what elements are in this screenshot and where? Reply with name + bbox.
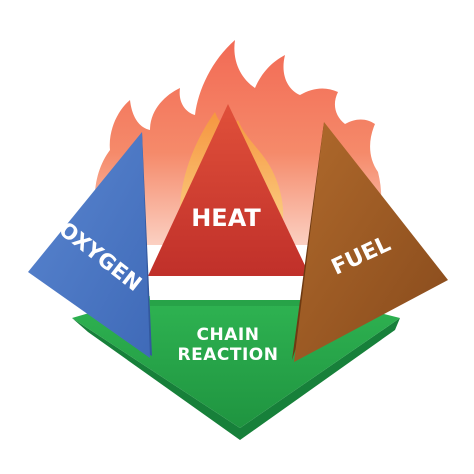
heat-base-band bbox=[148, 276, 312, 300]
heat-label: HEAT bbox=[191, 204, 261, 232]
chain-reaction-label-line1: CHAIN bbox=[197, 325, 260, 345]
chain-reaction-label-line2: REACTION bbox=[178, 345, 279, 365]
heat-base-strip bbox=[150, 300, 312, 306]
fuel-face-back bbox=[292, 122, 324, 360]
heat-face bbox=[148, 104, 310, 276]
oxygen-face bbox=[28, 132, 150, 358]
fuel-face bbox=[294, 122, 448, 362]
